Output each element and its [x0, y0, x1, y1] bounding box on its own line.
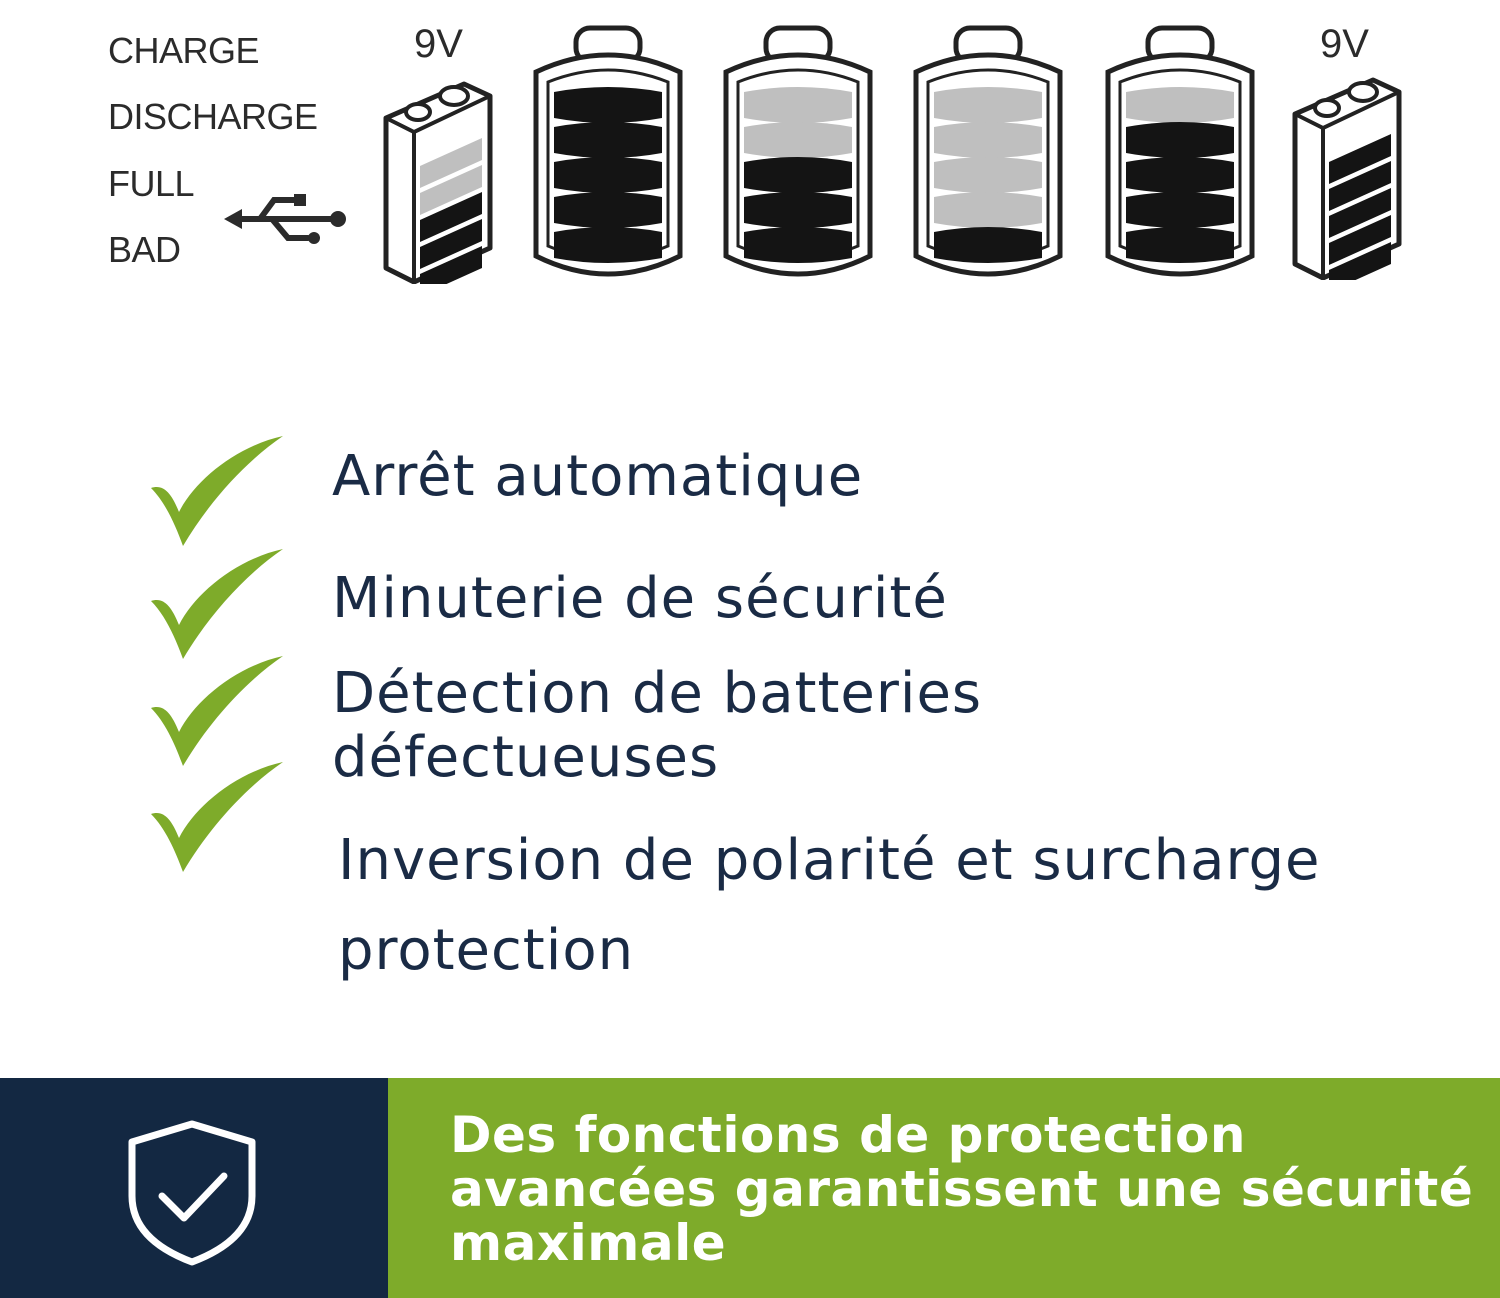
charge-bar	[420, 219, 482, 269]
charge-bar	[1126, 122, 1234, 158]
charge-bar	[554, 157, 662, 193]
lcd-label-discharge: DISCHARGE	[108, 96, 318, 137]
charge-bar	[420, 246, 482, 284]
battery-cell-2-icon	[723, 25, 873, 277]
charge-bar	[744, 157, 852, 193]
lcd-display-illustration: CHARGE DISCHARGE FULL BAD 9V 9V	[0, 0, 1500, 340]
footer-banner: Des fonctions de protection avancées gar…	[0, 1078, 1500, 1298]
charge-bar	[1329, 215, 1391, 265]
charge-bar	[554, 192, 662, 228]
charge-bar	[420, 165, 482, 215]
battery-cell-4-icon	[1105, 25, 1255, 277]
charge-bar	[554, 227, 662, 263]
feature-auto-stop: Arrêt automatique	[332, 444, 864, 509]
charge-bar	[934, 157, 1042, 193]
charge-bar	[1126, 227, 1234, 263]
charge-bar	[744, 87, 852, 123]
lcd-label-full: FULL	[108, 163, 195, 204]
charge-bar	[1329, 188, 1391, 238]
feature-polarity-line1: Inversion de polarité et surcharge	[338, 828, 1321, 893]
charge-bar	[934, 192, 1042, 228]
feature-polarity-line2: protection	[338, 918, 635, 983]
lcd-label-charge: CHARGE	[108, 30, 260, 71]
footer-text-panel: Des fonctions de protection avancées gar…	[388, 1078, 1500, 1298]
charge-bar	[934, 87, 1042, 123]
charge-bar	[744, 122, 852, 158]
charge-bar	[420, 138, 482, 188]
charge-bar	[420, 192, 482, 242]
battery-cell-1-icon	[533, 25, 683, 277]
charge-bar	[934, 122, 1042, 158]
lcd-label-bad: BAD	[108, 229, 181, 270]
shield-check-icon	[128, 1120, 256, 1266]
checkmark-icon	[151, 436, 283, 546]
charge-bar	[1329, 161, 1391, 211]
charge-bar	[554, 87, 662, 123]
usb-icon	[224, 194, 346, 244]
battery-9v-right-icon	[1292, 77, 1402, 280]
charge-bar	[744, 192, 852, 228]
charge-bar	[1329, 134, 1391, 184]
battery-cell-3-icon	[913, 25, 1063, 277]
battery-9v-left-icon	[383, 81, 493, 284]
footer-icon-panel	[0, 1078, 388, 1298]
voltage-label-left: 9V	[414, 22, 463, 66]
feature-defect-detection-line2: défectueuses	[332, 725, 720, 790]
footer-tagline: Des fonctions de protection avancées gar…	[450, 1106, 1474, 1272]
voltage-label-right: 9V	[1320, 22, 1369, 66]
checkmark-icon	[151, 549, 283, 659]
charge-bar	[1329, 242, 1391, 280]
charge-bar	[744, 227, 852, 263]
charge-bar	[1126, 192, 1234, 228]
charge-bar	[934, 227, 1042, 263]
checkmark-icon	[151, 762, 283, 872]
charge-bar	[554, 122, 662, 158]
feature-safety-timer: Minuterie de sécurité	[332, 566, 948, 631]
checkmark-icon	[151, 656, 283, 766]
charge-bar	[1126, 157, 1234, 193]
charge-bar	[1126, 87, 1234, 123]
feature-defect-detection-line1: Détection de batteries	[332, 661, 983, 726]
